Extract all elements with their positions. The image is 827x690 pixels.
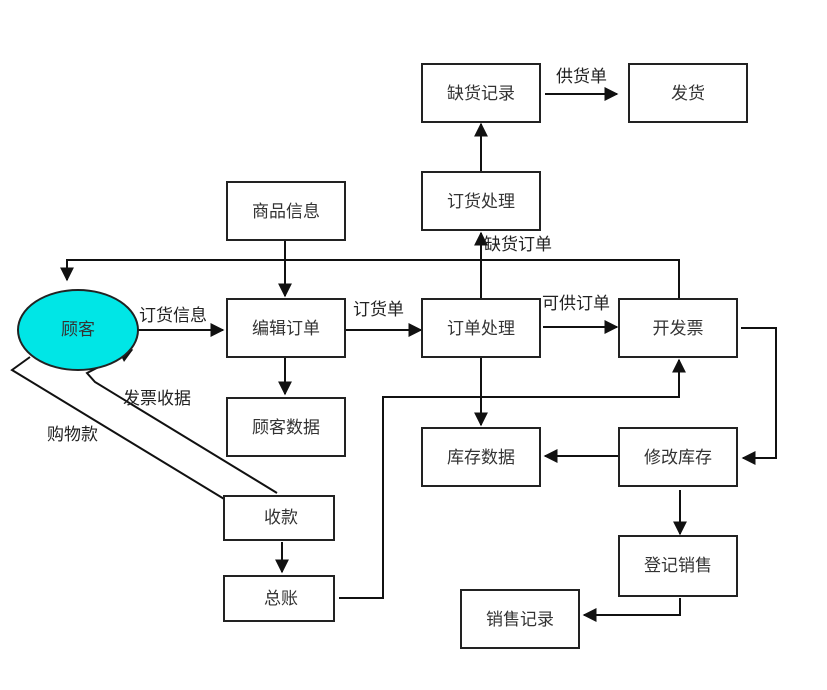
edge-labels: 订货信息 订货单 可供订单 缺货订单 供货单 发票收据 购物款 [47, 67, 610, 445]
edges [10, 87, 777, 622]
node-modify-inventory[interactable] [618, 427, 738, 487]
node-customer-label: 顾客 [61, 320, 95, 340]
edge-label-order-info: 订货信息 [139, 306, 207, 326]
node-ship[interactable] [628, 63, 748, 123]
node-ledger-label: 总账 [264, 589, 298, 609]
edge-label-payment: 购物款 [47, 425, 98, 445]
node-ship-label: 发货 [671, 84, 705, 104]
node-edit-order[interactable] [226, 298, 346, 358]
edge-register-sales-to-sales-record [582, 598, 681, 622]
node-product-info[interactable] [226, 181, 346, 241]
node-customer-data[interactable] [226, 397, 346, 457]
node-inventory-data-label: 库存数据 [447, 448, 515, 468]
node-sales-record-label: 销售记录 [486, 610, 554, 630]
node-register-sales[interactable] [618, 535, 738, 597]
node-order-processing[interactable] [421, 298, 541, 358]
node-purchase-processing-label: 订货处理 [447, 192, 515, 212]
edge-label-available-order: 可供订单 [542, 294, 610, 314]
node-invoice[interactable] [618, 298, 738, 358]
node-modify-inventory-label: 修改库存 [644, 448, 712, 468]
edge-invoice-to-modify-inventory [741, 327, 777, 465]
node-customer[interactable] [17, 289, 139, 371]
edge-ledger-to-invoice [339, 358, 686, 599]
node-purchase-processing[interactable] [421, 171, 541, 231]
node-customer-data-label: 顾客数据 [252, 418, 320, 438]
node-product-info-label: 商品信息 [252, 202, 320, 222]
node-order-processing-label: 订单处理 [447, 319, 515, 339]
edge-label-shortage-order: 缺货订单 [484, 235, 552, 255]
node-shortage-record[interactable] [421, 63, 541, 123]
node-inventory-data[interactable] [421, 427, 541, 487]
edge-label-invoice-receipt: 发票收据 [123, 389, 191, 409]
node-sales-record[interactable] [460, 589, 580, 649]
node-edit-order-label: 编辑订单 [252, 319, 320, 339]
edge-invoice-to-customer [60, 259, 680, 298]
node-collect-payment-label: 收款 [264, 508, 298, 528]
node-collect-payment[interactable] [223, 495, 335, 541]
edge-label-supply-form: 供货单 [556, 67, 607, 87]
nodes: 顾客 缺货记录 发货 订货处理 商品信息 编辑订单 订单处理 开发票 顾客数据 … [17, 63, 748, 649]
node-shortage-record-label: 缺货记录 [447, 84, 515, 104]
node-register-sales-label: 登记销售 [644, 556, 712, 576]
node-ledger[interactable] [223, 575, 335, 622]
node-invoice-label: 开发票 [653, 319, 704, 339]
edge-label-order-form: 订货单 [353, 300, 404, 320]
